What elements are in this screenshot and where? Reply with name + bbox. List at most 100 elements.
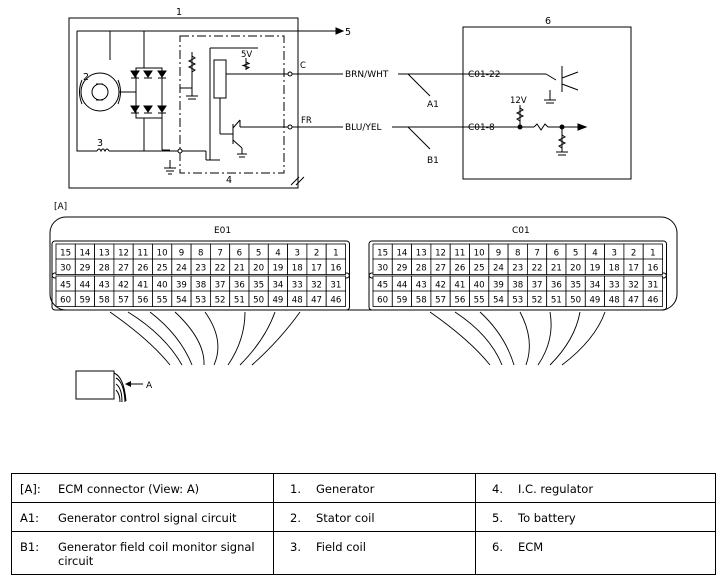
- e01-pin-number: 44: [79, 280, 90, 290]
- e01-pin-number: 46: [330, 295, 341, 305]
- legend-cell: 2. Stator coil: [273, 502, 476, 532]
- connector-view-tag: [A]: [54, 202, 67, 212]
- label-ecm-number: 6: [545, 16, 551, 27]
- c01-pin-number: 46: [647, 295, 658, 305]
- e01-pin-number: 34: [272, 280, 283, 290]
- c01-pin-number: 57: [435, 295, 446, 305]
- legend-description: Stator coil: [316, 511, 375, 525]
- e01-pin-number: 45: [60, 280, 71, 290]
- legend-cell: 3.Field coil: [273, 531, 476, 575]
- e01-pin-number: 2: [314, 248, 319, 258]
- legend-description: Generator field coil monitor signal circ…: [58, 540, 255, 568]
- c01-pin-number: 43: [416, 280, 427, 290]
- e01-pin-number: 41: [137, 280, 148, 290]
- e01-pin-number: 52: [215, 295, 226, 305]
- c01-pin-number: 26: [454, 263, 465, 273]
- e01-pin-number: 28: [99, 263, 110, 273]
- e01-pin-number: 59: [79, 295, 90, 305]
- e01-pin-number: 42: [118, 280, 129, 290]
- circuit-a1-label: A1: [427, 100, 439, 110]
- e01-pin-number: 33: [292, 280, 303, 290]
- wiring-diagram: 1 2 3 4 5 6 C FR 5V 12V BRN/WHT BLU/YEL …: [49, 7, 678, 403]
- e01-pin-cell: [325, 290, 346, 307]
- label-battery-number: 5: [345, 27, 351, 38]
- e01-pin-number: 4: [275, 248, 280, 258]
- e01-pin-number: 10: [157, 248, 168, 258]
- legend-key: 3.: [290, 540, 301, 554]
- e01-pin-number: 18: [292, 263, 303, 273]
- e01-pin-number: 9: [179, 248, 184, 258]
- e01-pin-number: 55: [157, 295, 168, 305]
- c01-pin-number: 33: [609, 280, 620, 290]
- e01-pin-number: 8: [198, 248, 203, 258]
- c01-pin-number: 11: [454, 248, 465, 258]
- c01-pin-number: 7: [534, 248, 539, 258]
- e01-pin-number: 12: [118, 248, 129, 258]
- generator-block: [68, 17, 345, 189]
- e01-pin-number: 49: [272, 295, 283, 305]
- e01-pin-number: 1: [333, 248, 338, 258]
- e01-pin-number: 27: [118, 263, 129, 273]
- legend-description: I.C. regulator: [518, 482, 594, 496]
- e01-pin-number: 31: [330, 280, 341, 290]
- e01-pin-number: 53: [195, 295, 206, 305]
- circuit-b1-label: B1: [427, 156, 439, 166]
- c01-pin-number: 35: [570, 280, 581, 290]
- e01-pin-number: 5: [256, 248, 261, 258]
- c01-pin-number: 49: [589, 295, 600, 305]
- c01-pin-number: 50: [570, 295, 581, 305]
- c01-pin-number: 31: [647, 280, 658, 290]
- c01-pin-number: 38: [512, 280, 523, 290]
- c01-pin-number: 22: [532, 263, 543, 273]
- c01-pin-number: 51: [551, 295, 562, 305]
- legend-row: A1:Generator control signal circuit 2. Sta…: [11, 502, 716, 532]
- e01-pin-number: 50: [253, 295, 264, 305]
- e01-pin-number: 13: [99, 248, 110, 258]
- e01-pin-number: 36: [234, 280, 245, 290]
- c01-pin-number: 23: [512, 263, 523, 273]
- label-field-coil-number: 3: [97, 138, 103, 149]
- c01-pin-number: 4: [592, 248, 597, 258]
- e01-pin-number: 51: [234, 295, 245, 305]
- e01-pin-number: 35: [253, 280, 264, 290]
- c01-pin-number: 18: [609, 263, 620, 273]
- e01-pin-number: 56: [137, 295, 148, 305]
- e01-pin-number: 15: [60, 248, 71, 258]
- c01-pin-number: 56: [454, 295, 465, 305]
- c01-pin-number: 15: [377, 248, 388, 258]
- terminal-fr-label: FR: [301, 116, 312, 126]
- c01-pin-number: 60: [377, 295, 388, 305]
- e01-pin-number: 29: [79, 263, 90, 273]
- legend-cell: [A]:ECM connector (View: A): [11, 473, 274, 503]
- voltage-5v-label: 5V: [241, 50, 252, 60]
- ecm-outline: [462, 26, 632, 180]
- c01-pin-number: 53: [512, 295, 523, 305]
- c01-pin-number: 44: [396, 280, 407, 290]
- e01-pin-cell: [325, 258, 346, 275]
- e01-pin-number: 43: [99, 280, 110, 290]
- e01-pin-number: 3: [295, 248, 300, 258]
- c01-pin-number: 36: [551, 280, 562, 290]
- ic-regulator-outline: [179, 35, 285, 174]
- e01-pin-number: 6: [237, 248, 242, 258]
- c01-pin-number: 37: [532, 280, 543, 290]
- c01-pin-number: 17: [628, 263, 639, 273]
- legend-cell: A1:Generator control signal circuit: [11, 502, 274, 532]
- e01-pin-number: 54: [176, 295, 187, 305]
- connector-housing: [49, 216, 678, 311]
- e01-pin-number: 58: [99, 295, 110, 305]
- legend-row: B1: Generator field coil monitor signal c…: [11, 531, 716, 575]
- legend-key: 5.: [492, 511, 503, 525]
- ecm-pin-c01-8-label: C01-8: [468, 123, 495, 133]
- connector-side-view: [75, 370, 115, 400]
- legend-key: 2.: [290, 511, 301, 525]
- legend-key: B1:: [20, 540, 40, 554]
- legend-description: ECM: [518, 540, 544, 554]
- e01-pin-number: 17: [311, 263, 322, 273]
- e01-pin-number: 30: [60, 263, 71, 273]
- connector-c01-label: C01: [512, 226, 530, 236]
- c01-pin-number: 48: [609, 295, 620, 305]
- c01-pin-number: 6: [554, 248, 559, 258]
- e01-pin-number: 20: [253, 263, 264, 273]
